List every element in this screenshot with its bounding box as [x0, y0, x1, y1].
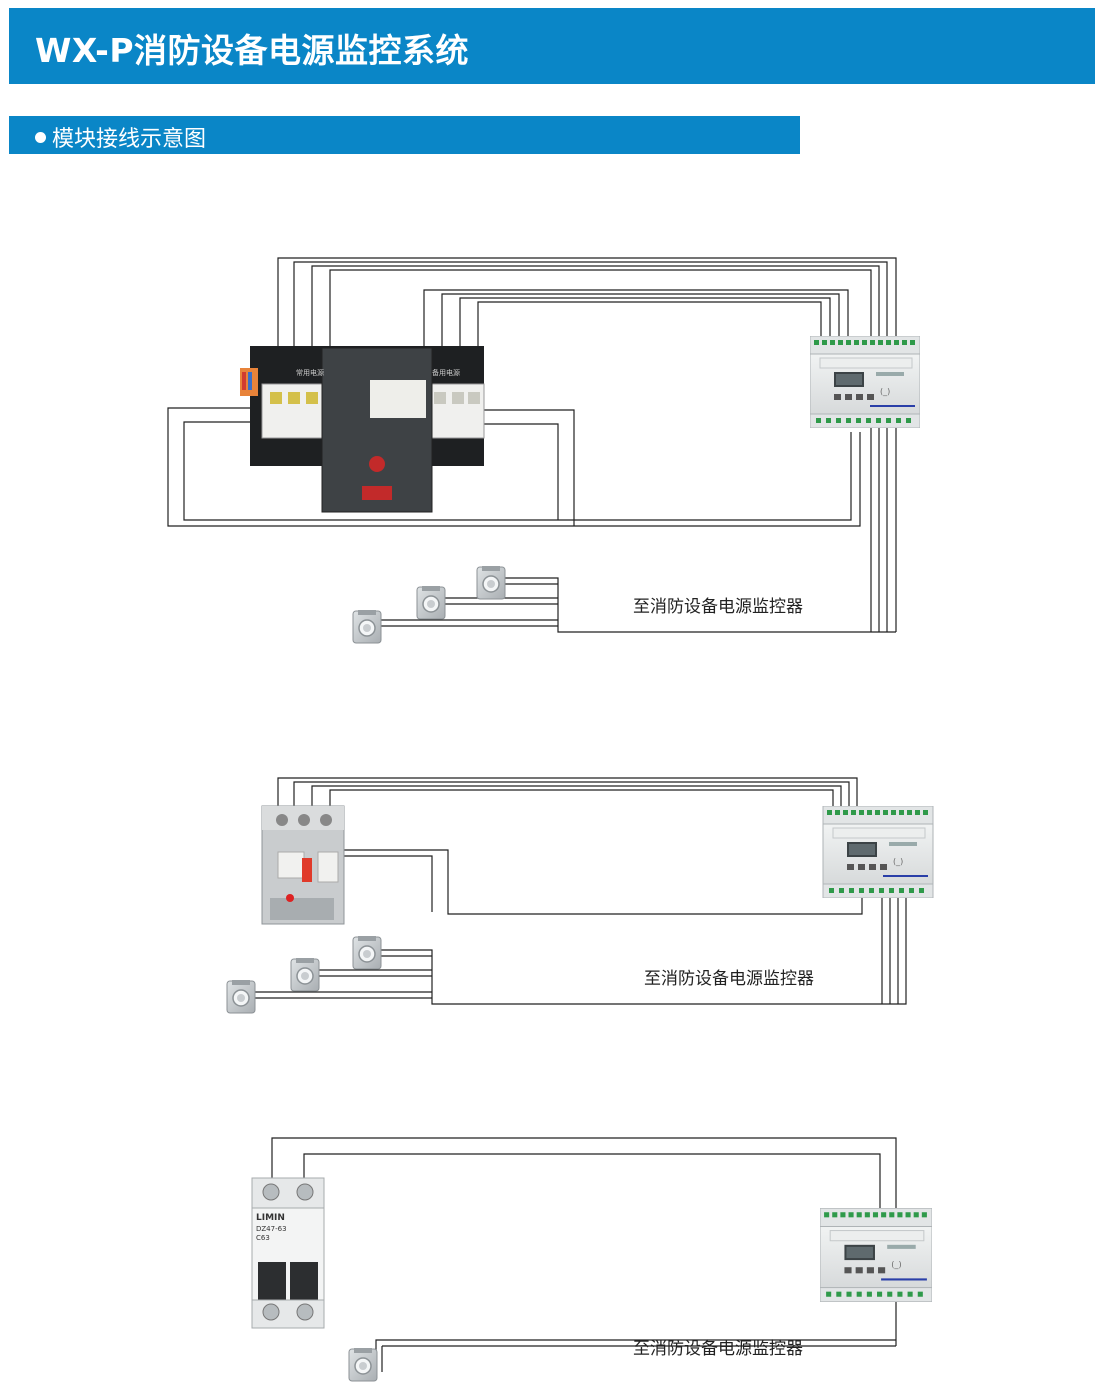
section-bar: 模块接线示意图: [9, 116, 800, 154]
bullet-icon: [35, 132, 46, 143]
monitor-module-2: [822, 806, 934, 898]
caption-2: 至消防设备电源监控器: [644, 969, 814, 989]
section-title: 模块接线示意图: [52, 127, 207, 152]
mccb-breaker: [261, 805, 345, 925]
ct-1b: [416, 586, 446, 620]
diagram-1-wires: [167, 257, 897, 633]
monitor-module-1: [810, 336, 920, 428]
ct-1a: [476, 566, 506, 600]
ct-1c: [352, 610, 382, 644]
mcb-brand: LIMIN: [256, 1213, 285, 1223]
caption-1: 至消防设备电源监控器: [633, 597, 803, 617]
section-heading: 模块接线示意图: [35, 121, 206, 153]
title-bar: WX-P消防设备电源监控系统: [9, 8, 1095, 84]
caption-3: 至消防设备电源监控器: [633, 1339, 803, 1359]
mcb-breaker: LIMIN DZ47-63 C63: [251, 1177, 325, 1329]
page-title: WX-P消防设备电源监控系统: [35, 31, 470, 70]
diagram-2-wires: [254, 777, 907, 1005]
monitor-module-3: [820, 1208, 932, 1302]
ct-3a: [348, 1348, 378, 1382]
mcb-model: DZ47-63: [256, 1225, 287, 1233]
ats-backup-label: 备用电源: [432, 368, 460, 377]
ats-switch: 常用电源 备用电源: [240, 346, 485, 513]
ct-2b: [290, 958, 320, 992]
ats-main-label: 常用电源: [296, 368, 324, 377]
ct-2c: [226, 980, 256, 1014]
ct-2a: [352, 936, 382, 970]
mcb-rating: C63: [256, 1234, 270, 1242]
